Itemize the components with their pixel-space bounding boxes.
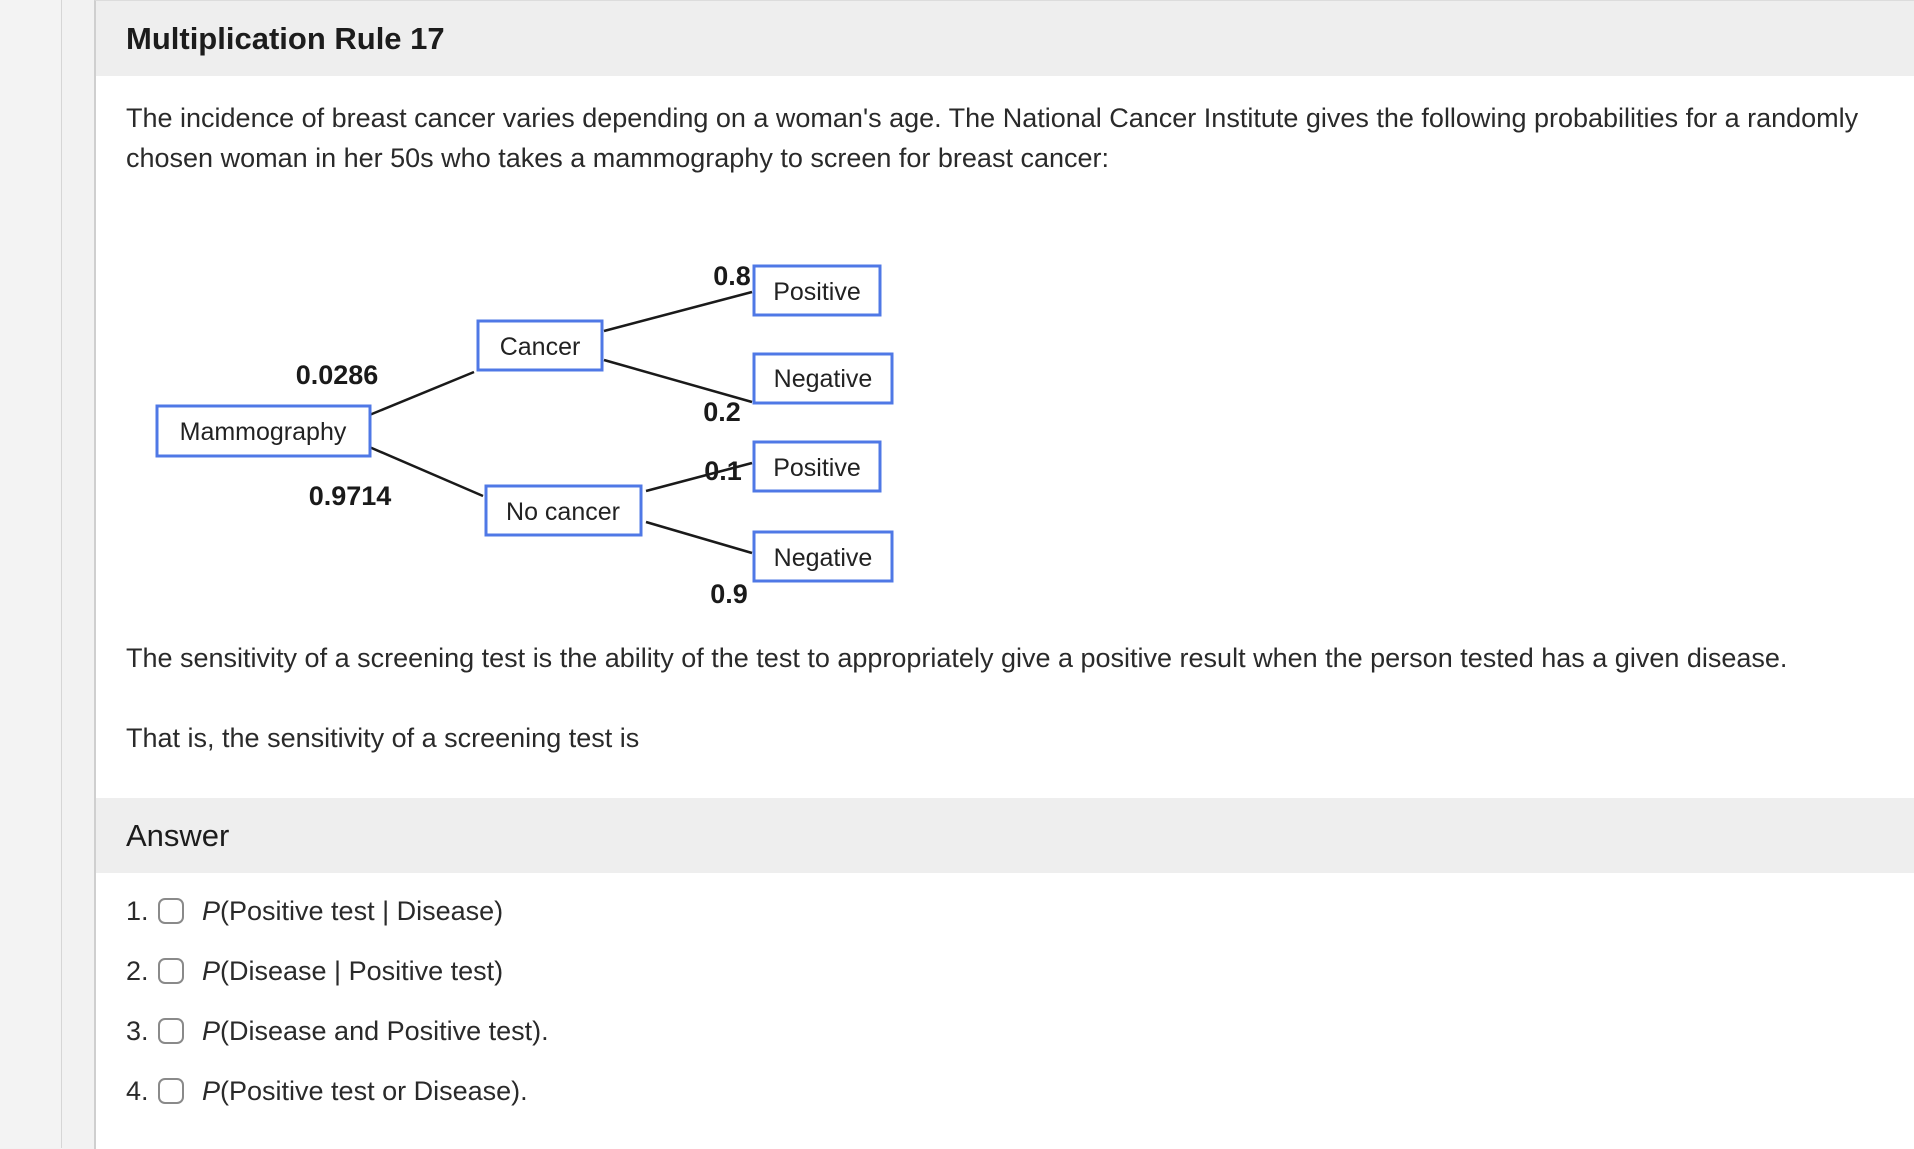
option-text: (Positive test | Disease) bbox=[220, 895, 504, 926]
question-intro: The incidence of breast cancer varies de… bbox=[126, 103, 1859, 173]
branch-nocancer-positive bbox=[645, 461, 753, 493]
node-cancer-negative: Negative bbox=[752, 352, 894, 405]
node-nocancer-positive: Positive bbox=[752, 440, 882, 493]
branch-mammography-cancer bbox=[366, 370, 475, 418]
node-no-cancer: No cancer bbox=[484, 484, 643, 537]
answer-header: Answer bbox=[96, 798, 1914, 873]
node-no-cancer-label: No cancer bbox=[506, 498, 620, 526]
branch-nocancer-negative bbox=[645, 520, 753, 555]
node-cancer-label: Cancer bbox=[500, 333, 581, 361]
answer-heading: Answer bbox=[126, 817, 230, 853]
option-text: (Disease | Positive test) bbox=[220, 955, 504, 986]
node-nocancer-negative: Negative bbox=[752, 530, 894, 583]
left-rail bbox=[0, 0, 62, 1148]
option-checkbox[interactable] bbox=[158, 898, 184, 924]
branch-cancer-positive bbox=[603, 290, 753, 333]
option-checkbox[interactable] bbox=[158, 1018, 184, 1044]
node-cancer: Cancer bbox=[476, 319, 604, 372]
option-text: (Disease and Positive test). bbox=[220, 1015, 549, 1046]
question-panel: Multiplication Rule 17 The incidence of … bbox=[94, 0, 1914, 1149]
option-number: 1. bbox=[126, 895, 149, 926]
answer-options: 1. P(Positive test | Disease) 2. P(Disea… bbox=[126, 881, 1914, 1121]
option-p-symbol: P bbox=[202, 1015, 221, 1046]
prob-nocancer-positive: 0.1 bbox=[704, 456, 742, 486]
option-checkbox[interactable] bbox=[158, 958, 184, 984]
question-header: Multiplication Rule 17 bbox=[96, 1, 1914, 76]
answer-option-2[interactable]: 2. P(Disease | Positive test) bbox=[126, 941, 1914, 1001]
prob-cancer-negative: 0.2 bbox=[703, 397, 741, 427]
node-mammography-label: Mammography bbox=[180, 418, 347, 446]
question-title: Multiplication Rule 17 bbox=[126, 20, 445, 56]
node-nocancer-positive-label: Positive bbox=[773, 454, 861, 482]
option-p-symbol: P bbox=[202, 1075, 221, 1106]
option-p-symbol: P bbox=[202, 895, 221, 926]
option-number: 2. bbox=[126, 955, 149, 986]
prob-cancer: 0.0286 bbox=[296, 360, 379, 390]
prob-no-cancer: 0.9714 bbox=[309, 481, 392, 511]
node-nocancer-negative-label: Negative bbox=[774, 544, 873, 572]
option-number: 3. bbox=[126, 1015, 149, 1046]
node-cancer-positive-label: Positive bbox=[773, 278, 861, 306]
tree-branches bbox=[366, 290, 753, 555]
option-p-symbol: P bbox=[202, 955, 221, 986]
option-text: (Positive test or Disease). bbox=[220, 1075, 528, 1106]
option-number: 4. bbox=[126, 1075, 149, 1106]
node-cancer-negative-label: Negative bbox=[774, 365, 873, 393]
prob-cancer-positive: 0.8 bbox=[713, 261, 751, 291]
answer-option-3[interactable]: 3. P(Disease and Positive test). bbox=[126, 1001, 1914, 1061]
prob-nocancer-negative: 0.9 bbox=[710, 579, 748, 609]
sensitivity-paragraph: The sensitivity of a screening test is t… bbox=[126, 643, 1788, 673]
probability-tree: Mammography Cancer No cancer Positive Ne… bbox=[126, 218, 926, 638]
node-mammography: Mammography bbox=[155, 404, 372, 458]
answer-option-4[interactable]: 4. P(Positive test or Disease). bbox=[126, 1061, 1914, 1121]
that-is-paragraph: That is, the sensitivity of a screening … bbox=[126, 723, 640, 753]
option-checkbox[interactable] bbox=[158, 1078, 184, 1104]
branch-cancer-negative bbox=[603, 358, 753, 404]
node-cancer-positive: Positive bbox=[752, 264, 882, 317]
answer-option-1[interactable]: 1. P(Positive test | Disease) bbox=[126, 881, 1914, 941]
branch-mammography-nocancer bbox=[366, 444, 484, 498]
